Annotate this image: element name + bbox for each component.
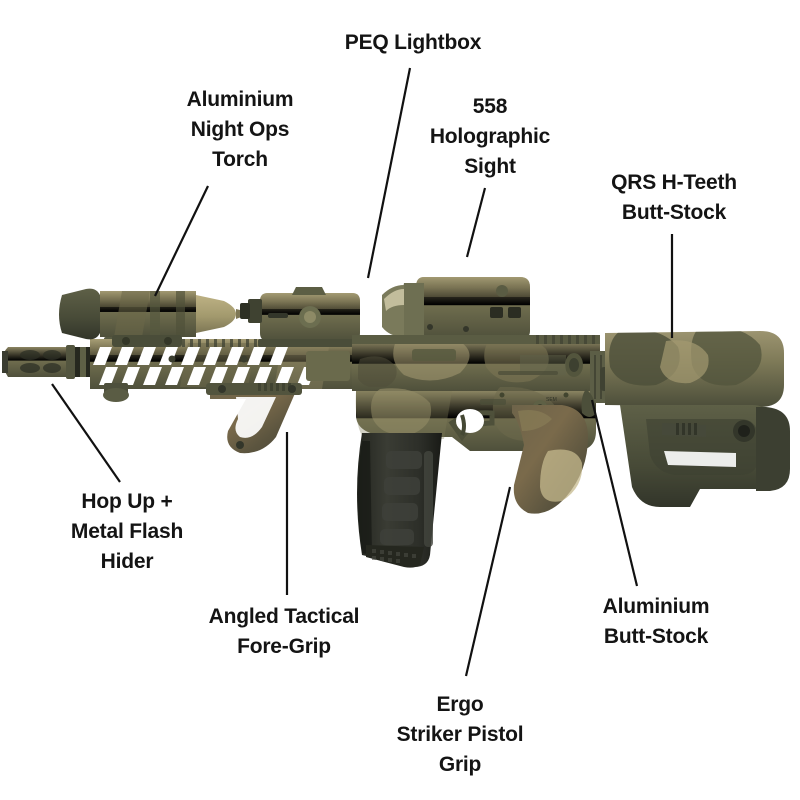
leader-ergo-striker-pistol-grip xyxy=(464,486,512,677)
night-ops-torch-part xyxy=(59,288,252,347)
leader-aluminium-butt-stock xyxy=(590,399,639,587)
peq-lightbox-part xyxy=(240,287,368,347)
callout-label-ergo-striker-pistol-grip: Ergo Striker Pistol Grip xyxy=(396,693,524,776)
leader-peq-lightbox xyxy=(366,67,412,279)
callout-label-peq-lightbox: PEQ Lightbox xyxy=(344,31,482,54)
leader-558-holographic-sight xyxy=(465,187,487,258)
butt-stock-part xyxy=(605,331,790,507)
angled-fore-grip-part xyxy=(206,383,302,454)
callout-label-aluminium-butt-stock: Aluminium Butt-Stock xyxy=(602,595,710,648)
callout-label-aluminium-night-ops-torch: Aluminium Night Ops Torch xyxy=(186,88,294,171)
callout-label-hop-up-metal-flash-hider: Hop Up + Metal Flash Hider xyxy=(70,490,184,573)
upper-receiver-part xyxy=(352,335,600,391)
leader-hop-up-metal-flash-hider xyxy=(51,383,121,483)
pistol-grip-part xyxy=(512,405,588,514)
camouflage-rifle: SAFE SEM xyxy=(2,277,790,568)
flash-hider-part xyxy=(2,345,90,379)
callout-label-qrs-h-teeth-butt-stock: QRS H-Teeth Butt-Stock xyxy=(611,171,737,224)
leader-aluminium-night-ops-torch xyxy=(154,185,209,297)
callout-label-558-holographic-sight: 558 Holographic Sight xyxy=(429,95,551,178)
svg-text:SEM: SEM xyxy=(546,397,557,403)
callout-label-angled-tactical-fore-grip: Angled Tactical Fore-Grip xyxy=(208,605,360,658)
magazine-part xyxy=(357,433,442,568)
